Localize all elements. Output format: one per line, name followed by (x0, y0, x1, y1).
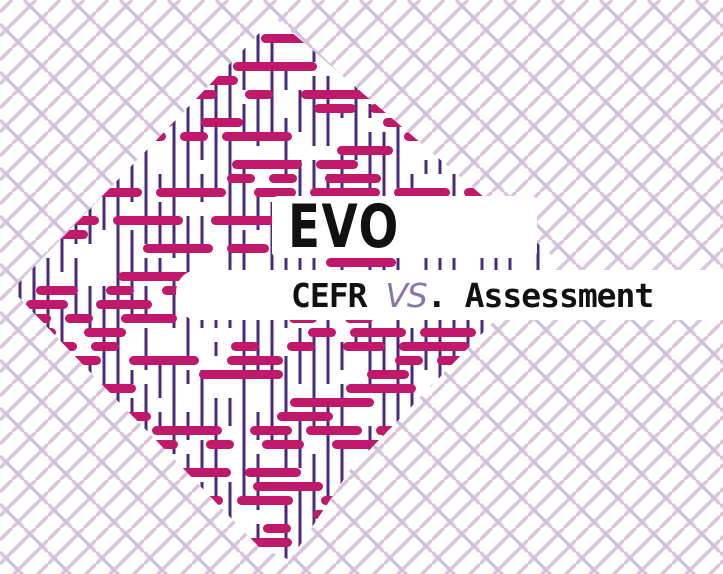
maze-bar (254, 188, 296, 197)
maze-bar (84, 328, 126, 337)
maze-bar (350, 328, 406, 337)
maze-bar (269, 174, 297, 183)
maze-bar (253, 482, 323, 491)
maze-bar (206, 440, 234, 449)
maze-bar (26, 300, 68, 309)
page-title: EVO (288, 192, 400, 262)
maze-bar (245, 90, 273, 99)
maze-bar (106, 286, 134, 295)
maze-bar (237, 496, 293, 505)
maze-bar (232, 160, 302, 169)
subtitle-box (176, 270, 723, 320)
maze-bar (222, 132, 292, 141)
subtitle-right: . Assessment (426, 276, 654, 315)
maze-bar (325, 174, 381, 183)
maze-bar (399, 342, 469, 351)
maze-bar (199, 370, 283, 379)
maze-bar (113, 216, 183, 225)
maze-bar (346, 384, 416, 393)
maze-bar (308, 328, 336, 337)
maze-bar (306, 426, 362, 435)
maze-bar (277, 412, 333, 421)
maze-bar (121, 314, 177, 323)
maze-bar (91, 342, 119, 351)
maze-bar (287, 342, 315, 351)
maze-bar (316, 160, 358, 169)
maze-bar (65, 314, 93, 323)
maze-bar (201, 118, 243, 127)
maze-bar (36, 286, 78, 295)
maze-bar (343, 342, 385, 351)
subtitle: CEFR VS. Assessment (291, 276, 654, 316)
maze-bar (143, 244, 213, 253)
maze-bar (394, 188, 450, 197)
maze-bar (250, 426, 292, 435)
maze-bar (262, 440, 304, 449)
maze-bar (420, 328, 476, 337)
maze-bar (129, 356, 199, 365)
maze-bar (227, 174, 255, 183)
maze-bar (395, 356, 423, 365)
maze-bar (233, 62, 317, 71)
maze-bar (263, 524, 291, 533)
maze-bar (326, 258, 396, 267)
maze-bar (367, 370, 409, 379)
maze-bar (156, 188, 226, 197)
maze-bar (227, 356, 283, 365)
subtitle-vs: VS (385, 276, 428, 315)
maze-bar (180, 132, 208, 141)
maze-bar (152, 426, 222, 435)
title-box (272, 196, 537, 258)
maze-bar (231, 342, 259, 351)
maze-bar (337, 146, 393, 155)
maze-bar (290, 398, 374, 407)
maze-bar (314, 104, 356, 113)
maze-bar (227, 244, 269, 253)
maze-bar (96, 300, 152, 309)
maze-bar (310, 188, 380, 197)
subtitle-left: CEFR (291, 276, 386, 315)
maze-bar (245, 468, 301, 477)
